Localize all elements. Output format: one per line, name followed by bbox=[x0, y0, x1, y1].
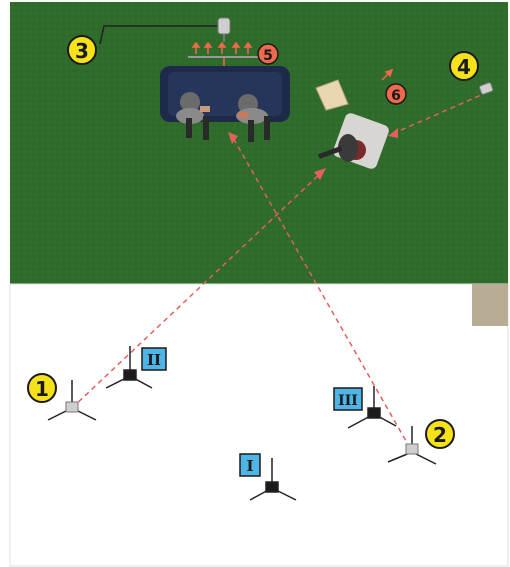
camera-label-III: III bbox=[333, 387, 363, 411]
tripod-light-icon bbox=[387, 426, 437, 465]
camera-label-II-text: II bbox=[147, 351, 161, 369]
marker-4-label: 4 bbox=[457, 55, 471, 79]
person-interviewer bbox=[318, 134, 366, 162]
marker-3: 3 bbox=[67, 35, 97, 65]
person-right bbox=[236, 94, 270, 142]
tripod-camera-icon bbox=[347, 386, 397, 429]
camera-label-I-text: I bbox=[246, 457, 253, 475]
marker-1: 1 bbox=[27, 373, 57, 403]
tripod-camera-icon bbox=[249, 458, 297, 501]
spot-light-icon bbox=[479, 82, 494, 95]
marker-6-label: 6 bbox=[391, 88, 401, 104]
marker-5-label: 5 bbox=[263, 48, 273, 64]
tripod-camera-icon bbox=[105, 346, 153, 389]
arrow-icon bbox=[381, 68, 394, 81]
marker-2-label: 2 bbox=[433, 423, 447, 447]
camera-label-II: II bbox=[141, 347, 167, 371]
camera-beams bbox=[71, 91, 489, 449]
marker-2: 2 bbox=[425, 419, 455, 449]
overhead-light-icon bbox=[188, 17, 258, 58]
marker-1-label: 1 bbox=[35, 377, 49, 401]
beam-arrowhead-1 bbox=[314, 168, 326, 180]
wall-block bbox=[472, 284, 508, 326]
tripod-light-icon bbox=[47, 380, 97, 421]
marker-6: 6 bbox=[385, 83, 407, 105]
beam-arrowhead-4 bbox=[388, 128, 398, 138]
marker-5: 5 bbox=[257, 43, 279, 65]
camera-label-I: I bbox=[239, 453, 261, 477]
studio-floor bbox=[9, 283, 509, 567]
camera-label-III-text: III bbox=[338, 393, 358, 409]
softbox-panel bbox=[315, 79, 349, 111]
light-cable bbox=[99, 25, 218, 45]
person-left bbox=[176, 92, 210, 140]
marker-3-label: 3 bbox=[75, 39, 89, 63]
beam-arrowhead-2 bbox=[228, 132, 238, 144]
marker-4: 4 bbox=[449, 51, 479, 81]
